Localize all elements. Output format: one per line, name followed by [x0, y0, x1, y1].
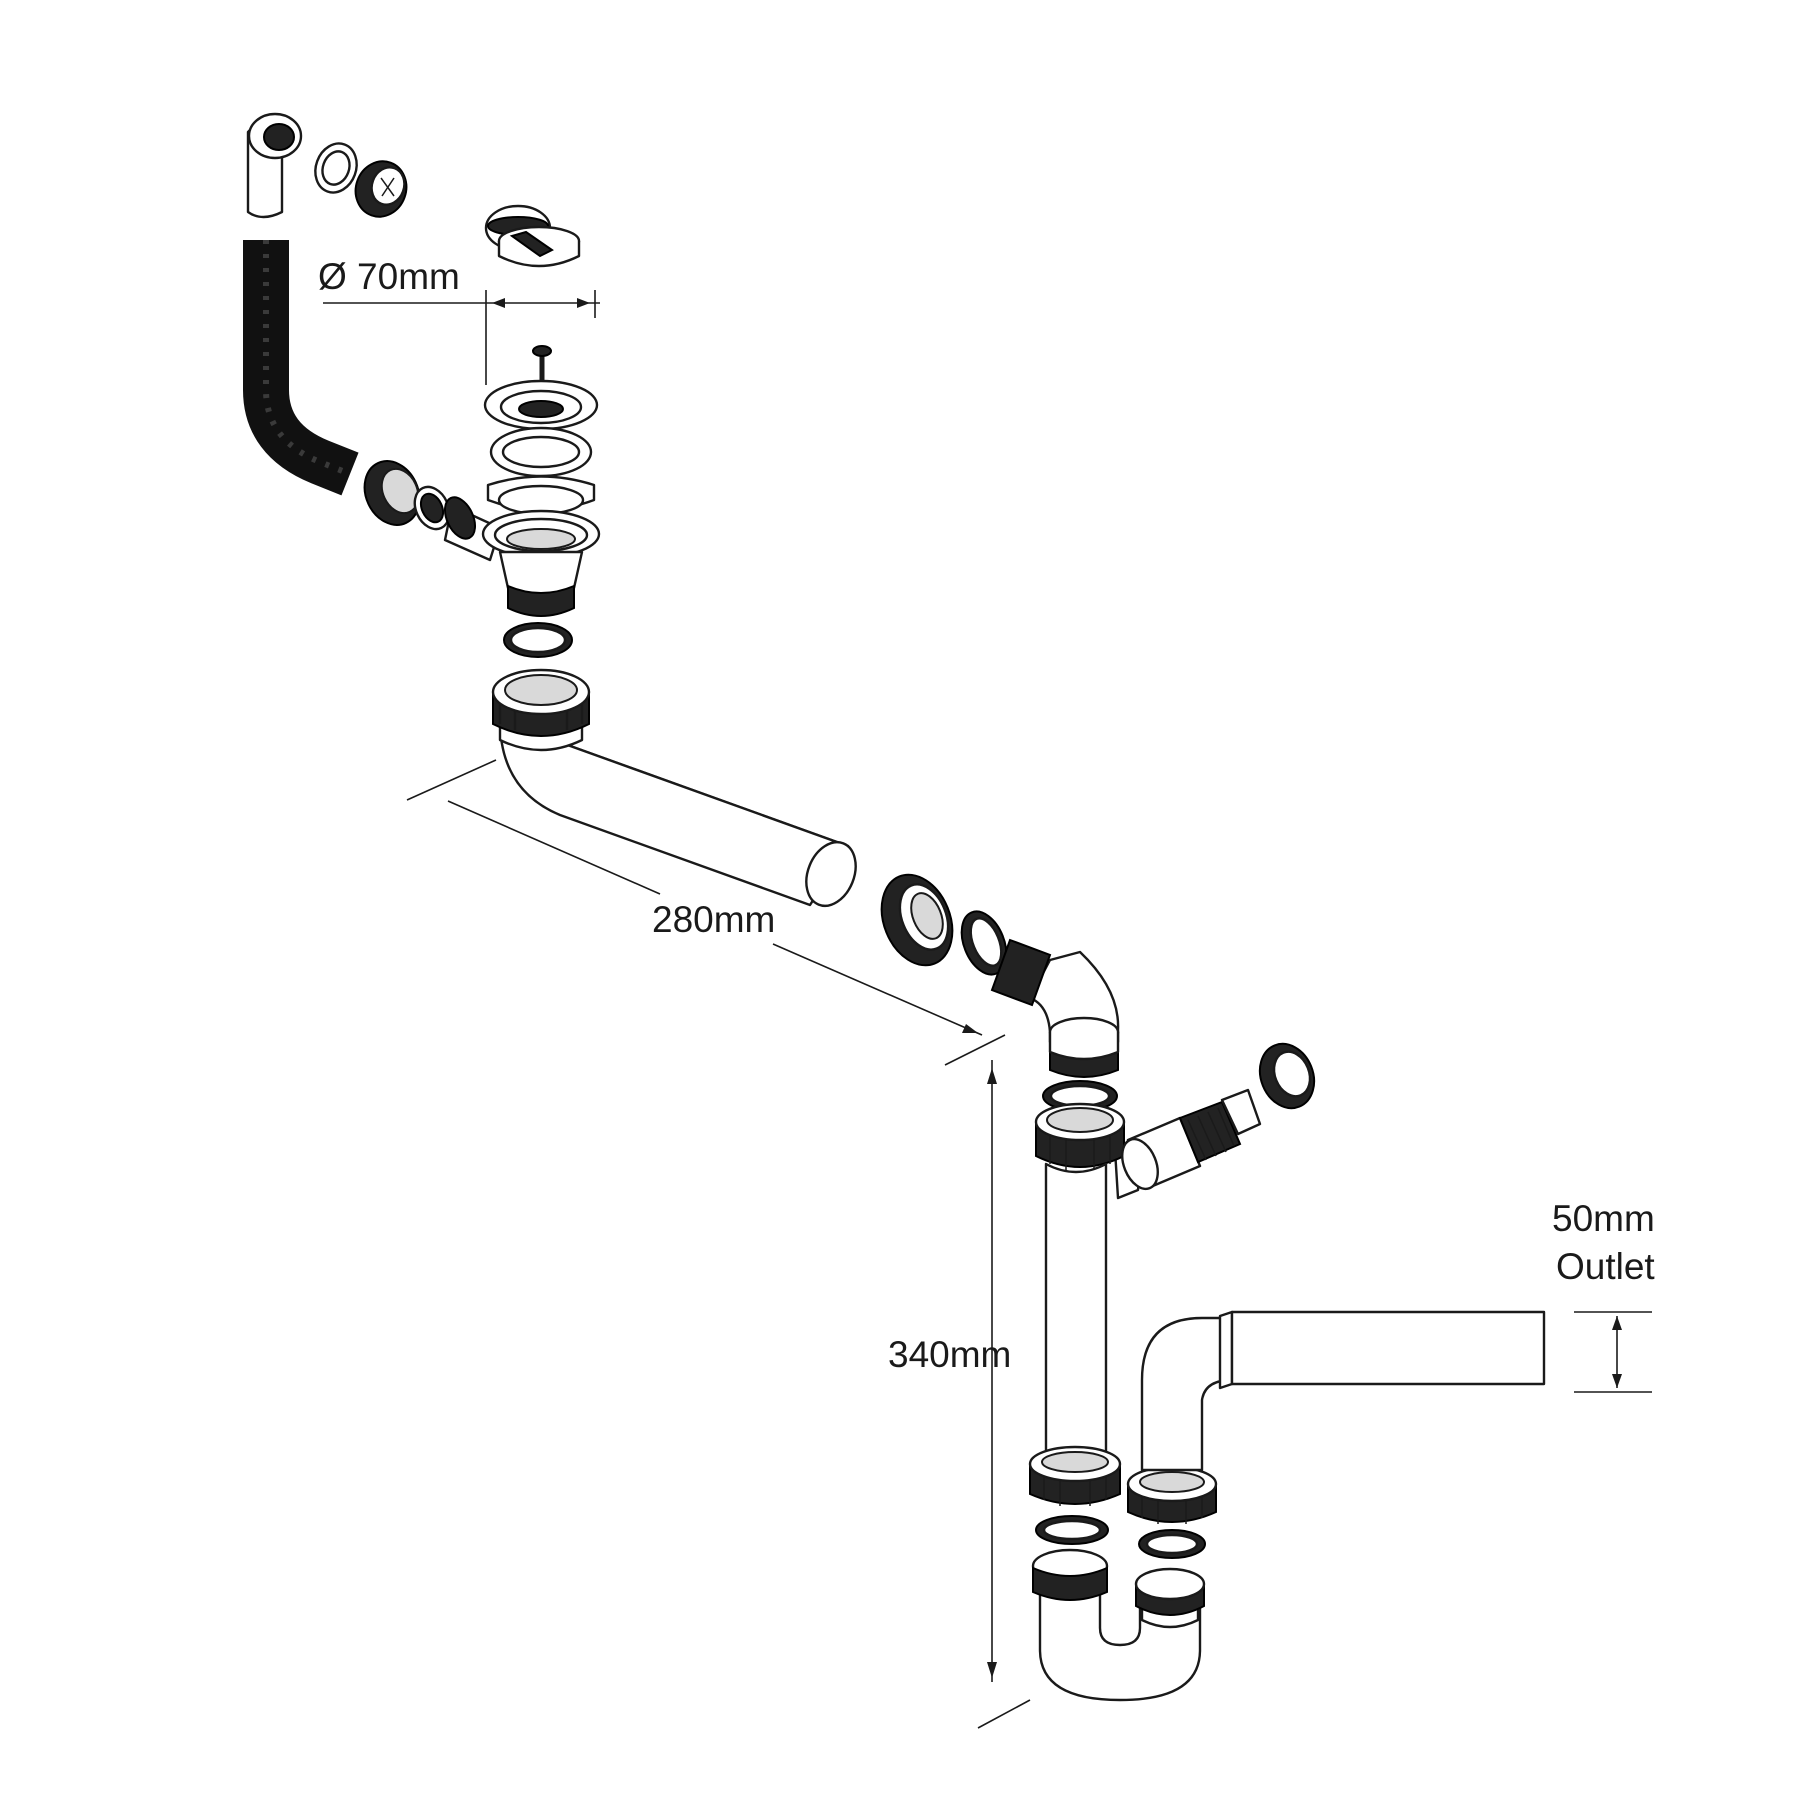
strainer-waste	[481, 345, 601, 617]
trap-right-nut	[1126, 1465, 1218, 1524]
bend-washer-top	[503, 622, 573, 658]
appliance-nut	[1258, 1042, 1316, 1110]
elbow-fitting	[990, 938, 1120, 1078]
trap-body	[1031, 1548, 1206, 1702]
length-dimension-vertical: 340mm	[888, 1060, 1031, 1729]
overflow-grille	[354, 160, 408, 218]
overflow-spigot	[443, 496, 502, 562]
horizontal-length-label: 280mm	[652, 899, 775, 940]
overflow-hose	[243, 240, 359, 496]
overflow-elbow	[246, 112, 303, 219]
hose-washer	[413, 485, 451, 531]
outlet-word-label: Outlet	[1556, 1246, 1655, 1287]
appliance-connector	[1121, 1088, 1262, 1191]
outlet-size-label: 50mm	[1552, 1198, 1655, 1239]
overflow-washer	[314, 142, 358, 194]
vertical-length-label: 340mm	[888, 1334, 1011, 1375]
diameter-label: Ø 70mm	[318, 256, 460, 297]
elbow-nut	[880, 873, 954, 967]
outlet-pipe	[1140, 1310, 1546, 1472]
standpipe	[1044, 1162, 1108, 1454]
washer-standpipe-top	[1042, 1080, 1118, 1112]
hose-nut	[363, 460, 421, 526]
diameter-dimension: Ø 70mm	[318, 256, 600, 385]
trap-right-washer	[1138, 1529, 1206, 1559]
trap-left-nut	[1028, 1445, 1122, 1506]
trap-left-washer	[1035, 1515, 1109, 1545]
elbow-washer	[960, 910, 1008, 976]
plug-and-chain	[484, 204, 581, 268]
outlet-dimension: 50mm Outlet	[1552, 1198, 1655, 1393]
length-dimension-horizontal: 280mm	[406, 759, 1006, 1066]
horizontal-bend-pipe	[491, 668, 857, 907]
